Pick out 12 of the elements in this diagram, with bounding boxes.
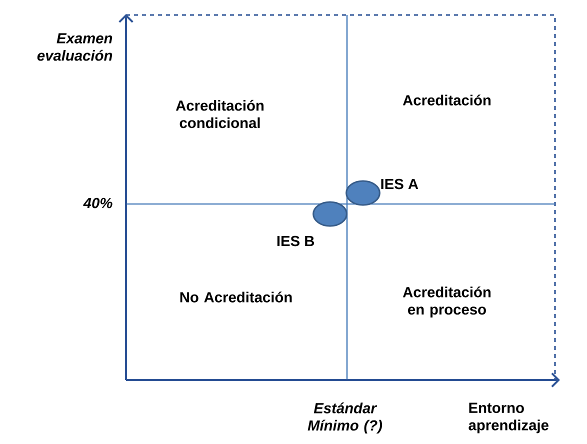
point-label: IES B — [277, 236, 314, 246]
quadrant-label: Acreditación condicional — [176, 100, 264, 128]
threshold-label: Estándar Mínimo (?) — [308, 402, 382, 434]
threshold-label: 40% — [83, 198, 112, 208]
quadrant-label: No Acreditación — [180, 292, 292, 302]
point-ellipse — [312, 201, 348, 227]
quadrant-label: Acreditación en proceso — [402, 286, 490, 318]
point-ellipse — [346, 180, 380, 206]
point-label: IES A — [381, 178, 418, 190]
axis-label: Entorno aprendizaje — [468, 402, 548, 434]
quadrant-label: Acreditación — [402, 94, 490, 106]
axis-label: Examen evaluación — [37, 33, 112, 61]
